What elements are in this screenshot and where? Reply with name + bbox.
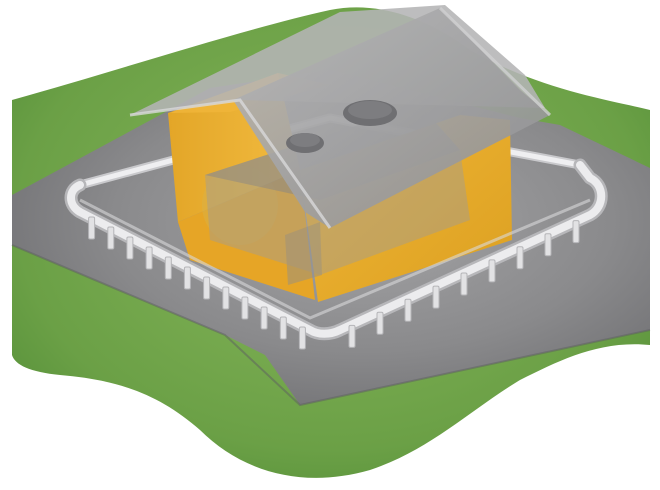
fence-post-front-right bbox=[461, 273, 467, 295]
fence-post-front-right bbox=[405, 299, 411, 321]
fence-post-front-left bbox=[184, 267, 190, 289]
fence-post-front-right bbox=[349, 325, 355, 347]
fence-post-front-left bbox=[165, 257, 171, 279]
fence-post-front-left bbox=[280, 317, 286, 339]
fence-post-front-right bbox=[573, 221, 579, 243]
fence-post-front-right bbox=[545, 234, 551, 256]
fence-post-front-right bbox=[433, 286, 439, 308]
fence-post-front-left bbox=[204, 277, 210, 299]
fence-post-front-left bbox=[89, 217, 95, 239]
fence-post-front-left bbox=[299, 327, 305, 349]
fence-post-front-right bbox=[517, 247, 523, 269]
fence-post-front-left bbox=[242, 297, 248, 319]
fence-post-front-left bbox=[127, 237, 133, 259]
fence-post-front-left bbox=[223, 287, 229, 309]
fence-post-front-left bbox=[261, 307, 267, 329]
fence-post-front-right bbox=[377, 312, 383, 334]
fence-post-front-left bbox=[108, 227, 114, 249]
fence-post-front-left bbox=[146, 247, 152, 269]
fence-post-front-right bbox=[489, 260, 495, 282]
